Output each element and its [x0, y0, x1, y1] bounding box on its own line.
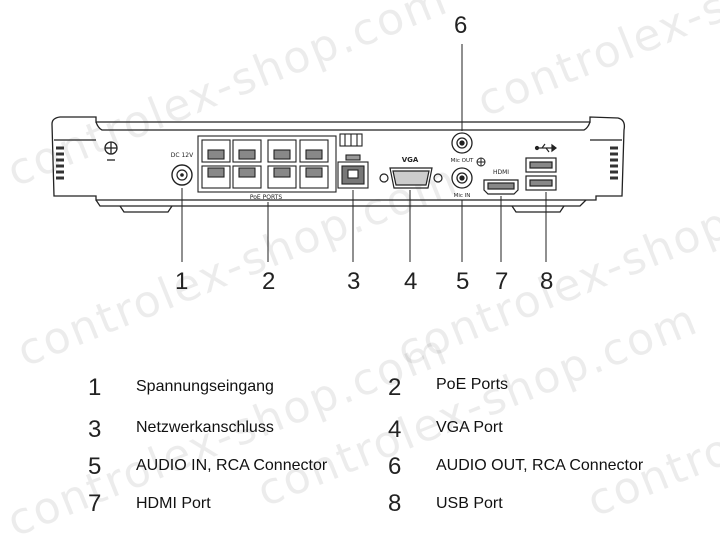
chassis	[51, 116, 626, 213]
leader-lines	[181, 44, 547, 262]
dc-label: DC 12V	[171, 152, 194, 159]
vga-label: VGA	[402, 156, 419, 164]
rj45-port	[267, 165, 297, 189]
legend-number: 2	[388, 374, 402, 401]
legend-label: HDMI Port	[136, 495, 211, 512]
legend-label: AUDIO IN, RCA Connector	[136, 457, 328, 474]
usb-ports	[525, 143, 557, 191]
callout-number: 3	[347, 268, 361, 295]
rj45-port	[299, 165, 329, 189]
audio-in-label: Mic IN	[454, 193, 471, 199]
vga-port: VGA	[379, 156, 443, 189]
hdmi-port: HDMI	[483, 169, 519, 195]
nvr-rear-panel-diagram: DC 12V PoE PORTS VGA	[51, 44, 626, 262]
legend-number: 8	[388, 490, 402, 517]
legend-number: 6	[388, 453, 402, 480]
legend-number: 1	[88, 374, 102, 401]
led-indicators	[339, 133, 363, 147]
legend-label: Netzwerkanschluss	[136, 419, 274, 436]
poe-ports: PoE PORTS	[197, 133, 363, 201]
legend-number: 7	[88, 490, 102, 517]
callout-number: 5	[456, 268, 470, 295]
rj45-port	[299, 139, 329, 163]
callout-number: 4	[404, 268, 418, 295]
callout-number: 1	[175, 268, 189, 295]
audio-out-label: Mic OUT	[451, 158, 474, 164]
watermark: controlex-shop.com	[580, 303, 720, 528]
rj45-port	[232, 165, 262, 189]
ground-screw-icon	[104, 141, 118, 161]
legend-label: VGA Port	[436, 419, 503, 436]
usb-icon	[534, 143, 557, 153]
hdmi-label: HDMI	[493, 169, 509, 176]
rj45-port	[232, 139, 262, 163]
rj45-port	[267, 139, 297, 163]
legend-label: AUDIO OUT, RCA Connector	[436, 457, 644, 474]
legend-number: 3	[88, 416, 102, 443]
audio-out-rca-connector: Mic OUT	[451, 132, 474, 164]
callout-number: 6	[454, 12, 468, 39]
ground-screw-icon	[476, 157, 486, 167]
legend-label: USB Port	[436, 495, 503, 512]
audio-in-rca-connector: Mic IN	[451, 167, 473, 199]
rj45-port	[201, 165, 231, 189]
legend-label: Spannungseingang	[136, 378, 274, 395]
poe-label: PoE PORTS	[250, 194, 283, 201]
callout-number: 8	[540, 268, 554, 295]
power-input-connector: DC 12V	[171, 152, 194, 186]
legend-label: PoE Ports	[436, 376, 509, 393]
callout-number: 2	[262, 268, 276, 295]
rj45-port	[201, 139, 231, 163]
watermark: controlex-shop.com	[250, 293, 706, 518]
callout-number: 7	[495, 268, 509, 295]
network-port	[337, 154, 369, 189]
legend-number: 4	[388, 416, 402, 443]
legend-number: 5	[88, 453, 102, 480]
